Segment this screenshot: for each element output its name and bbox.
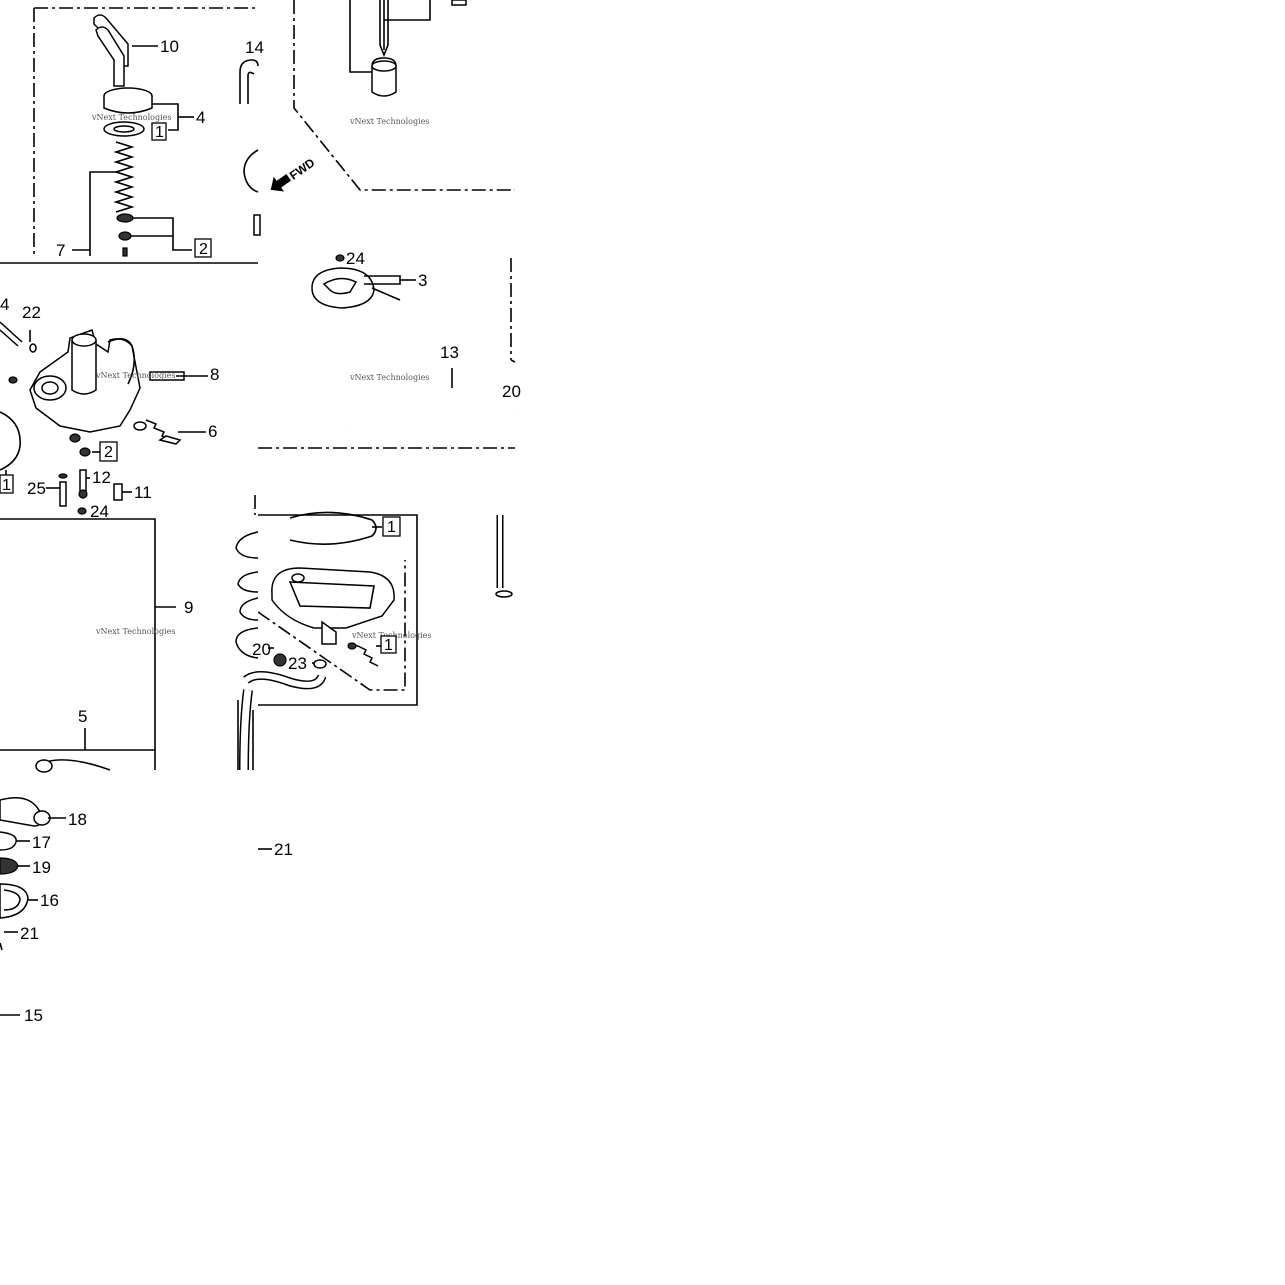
label-10: 10 (160, 37, 179, 56)
svg-text:2: 2 (199, 241, 208, 258)
label-16: 16 (40, 891, 59, 910)
label-7: 7 (56, 241, 65, 260)
label-13: 13 (440, 343, 459, 362)
part-labels: 10 4 7 14 4 22 8 6 25 12 11 24 24 3 13 2… (0, 37, 521, 1025)
label-24-upper: 24 (346, 249, 365, 268)
label-3: 3 (418, 271, 427, 290)
label-18: 18 (68, 810, 87, 829)
label-20-right: 20 (502, 382, 521, 401)
label-21-left: 21 (20, 924, 39, 943)
fwd-direction-marker: FWD (270, 155, 318, 192)
needle-jet-assembly (72, 14, 194, 257)
label-22: 22 (22, 303, 41, 322)
watermark-3: vNext Technologies (95, 371, 175, 380)
label-11: 11 (134, 483, 152, 502)
watermarks: vNext Technologies vNext Technologies vN… (91, 113, 431, 640)
watermark-1: vNext Technologies (91, 113, 171, 122)
watermark-2: vNext Technologies (349, 117, 429, 126)
watermark-4: vNext Technologies (349, 373, 429, 382)
throttle-valve-fragment (239, 0, 467, 236)
boxed-labels: 1 2 2 1 1 1 (0, 122, 401, 654)
svg-text:1: 1 (155, 124, 164, 141)
label-15: 15 (24, 1006, 43, 1025)
boxed-label-2-top: 2 (194, 238, 212, 258)
label-25: 25 (27, 479, 46, 498)
float-chamber-assembly (235, 511, 513, 771)
label-9: 9 (184, 598, 193, 617)
boxed-label-1-screw: 1 (380, 635, 397, 654)
carburetor-body (0, 321, 208, 515)
label-24-lower: 24 (90, 502, 109, 521)
label-12: 12 (92, 468, 111, 487)
svg-text:1: 1 (384, 637, 393, 654)
accelerator-pump-parts (0, 606, 272, 1016)
label-19: 19 (32, 858, 51, 877)
label-4-left: 4 (0, 295, 9, 314)
label-14: 14 (245, 38, 264, 57)
choke-and-fuel-tube (311, 254, 516, 429)
label-8: 8 (210, 365, 219, 384)
svg-text:1: 1 (2, 477, 11, 494)
boxed-label-1-bowl: 1 (382, 516, 401, 537)
boxed-label-1-top: 1 (151, 122, 167, 141)
label-4-top: 4 (196, 108, 205, 127)
fwd-text: FWD (287, 155, 318, 182)
svg-text:2: 2 (104, 444, 113, 461)
boxed-label-2-mid: 2 (99, 441, 118, 462)
label-17: 17 (32, 833, 51, 852)
frame-lines (0, 0, 515, 770)
label-23: 23 (288, 654, 307, 673)
label-20-lower: 20 (252, 640, 271, 659)
label-5: 5 (78, 707, 87, 726)
boxed-label-1-left: 1 (0, 474, 14, 494)
label-21-right: 21 (274, 840, 293, 859)
watermark-5: vNext Technologies (95, 627, 175, 636)
label-6: 6 (208, 422, 217, 441)
svg-text:1: 1 (387, 519, 396, 536)
